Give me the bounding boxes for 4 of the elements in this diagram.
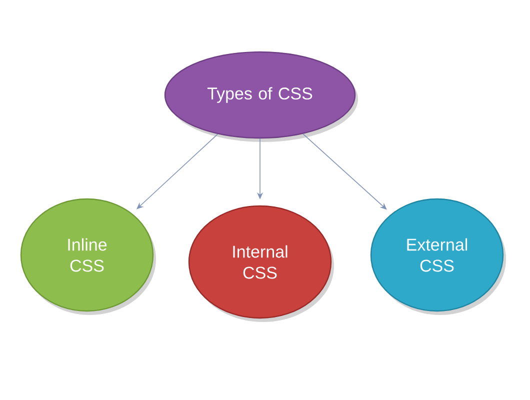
ellipse-node: Types of CSS [164,51,356,139]
ellipse-node: External CSS [370,198,504,312]
ellipse-node: Inline CSS [20,198,154,312]
ellipse-node: Internal CSS [188,205,332,319]
